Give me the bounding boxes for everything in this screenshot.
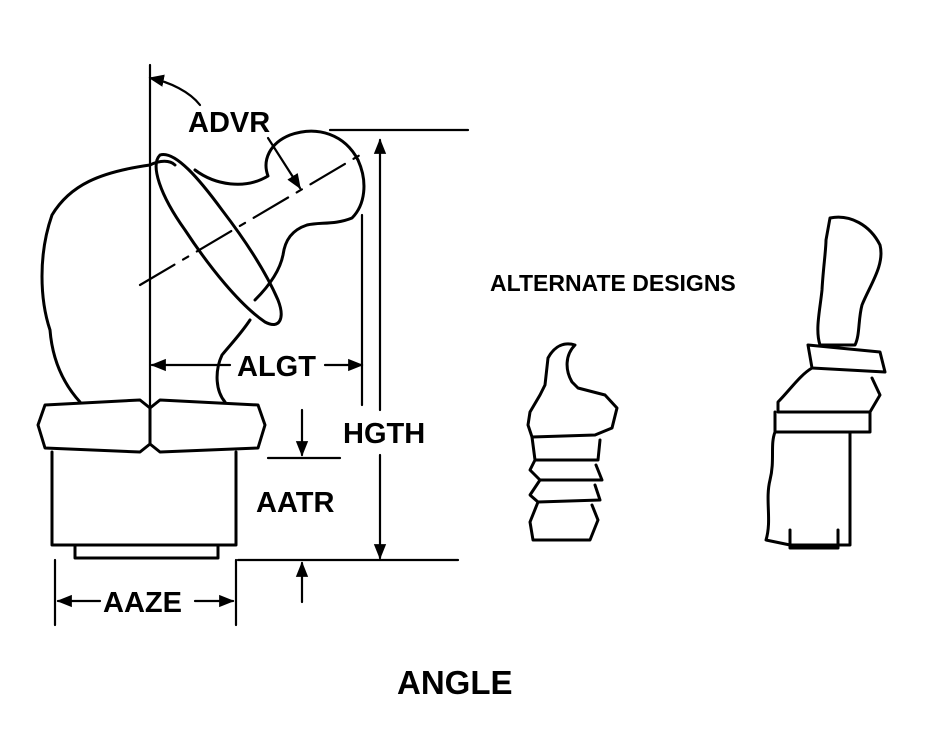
diagram-caption: ANGLE bbox=[397, 664, 513, 701]
alternate-designs-label: ALTERNATE DESIGNS bbox=[490, 270, 736, 296]
alternate-design-1 bbox=[526, 342, 619, 542]
fitting-body-outline bbox=[40, 159, 252, 404]
stem-bottom bbox=[73, 543, 220, 560]
aaze-label: AAZE bbox=[103, 587, 182, 619]
algt-label: ALGT bbox=[237, 351, 316, 383]
advr-label: ADVR bbox=[188, 107, 270, 139]
main-fitting bbox=[36, 129, 366, 560]
aatr-label: AATR bbox=[256, 487, 334, 519]
dimension-lines bbox=[53, 63, 470, 627]
alternate-design-2 bbox=[764, 215, 887, 550]
threaded-stem bbox=[50, 450, 238, 547]
hex-nut bbox=[36, 398, 267, 454]
fitting-tip bbox=[193, 129, 366, 302]
fitting-head-lens bbox=[154, 153, 283, 326]
hgth-label: HGTH bbox=[343, 418, 425, 450]
